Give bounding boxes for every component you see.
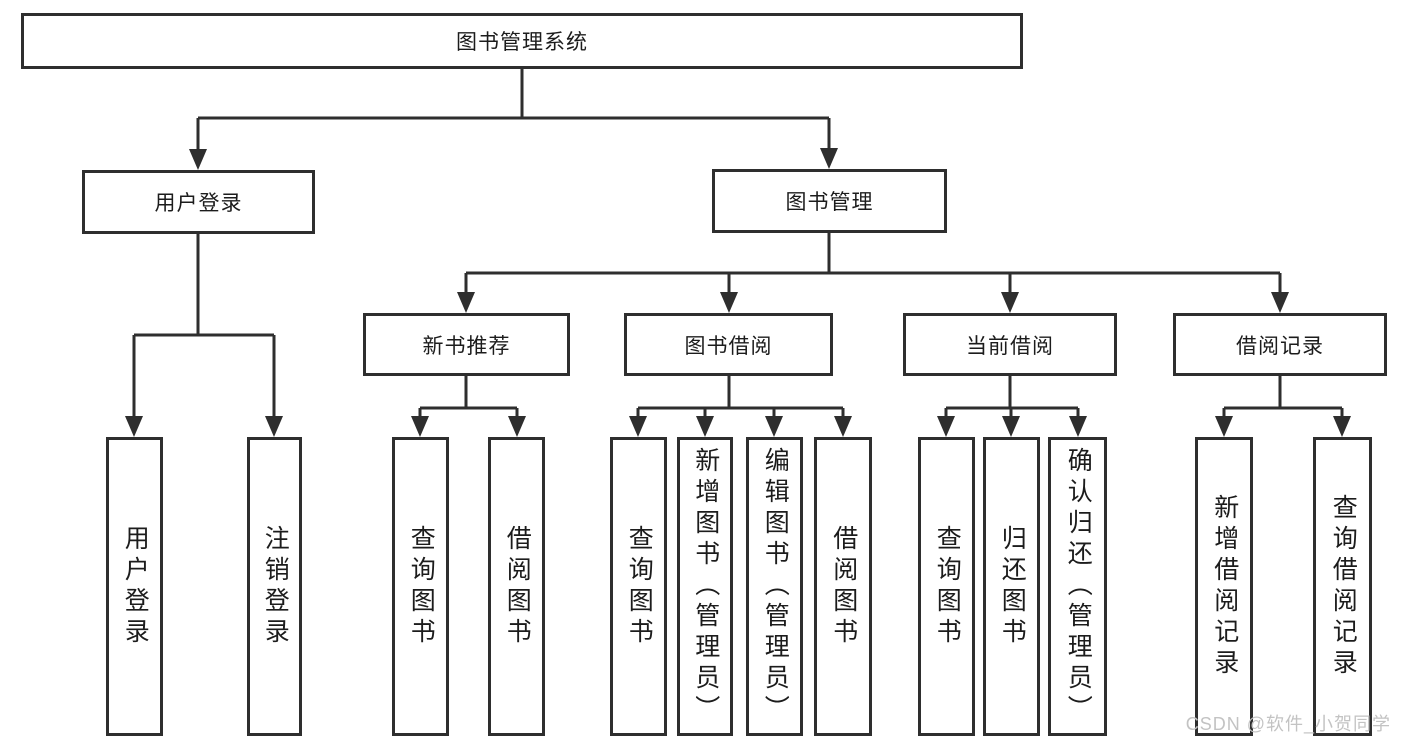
node-current-query-books: 查询图书 xyxy=(918,437,975,736)
node-current-return-books-label: 归还图书 xyxy=(998,524,1027,649)
node-records-query-record-label: 查询借阅记录 xyxy=(1329,493,1358,680)
watermark: CSDN @软件_小贺同学 xyxy=(1185,714,1391,734)
connector-path xyxy=(132,68,1344,420)
node-borrow-borrow-books: 借阅图书 xyxy=(814,437,872,736)
node-logout-label: 注销登录 xyxy=(261,524,290,649)
node-current-confirm-return-label: 确认归还（管理员） xyxy=(1064,447,1093,726)
node-book-borrowing: 图书借阅 xyxy=(624,313,833,376)
node-borrow-add-books-label: 新增图书（管理员） xyxy=(691,447,720,726)
node-borrow-borrow-books-label: 借阅图书 xyxy=(829,524,858,649)
node-recommend-query-books: 查询图书 xyxy=(392,437,449,736)
node-borrow-query-books: 查询图书 xyxy=(610,437,667,736)
node-borrow-edit-books: 编辑图书（管理员） xyxy=(746,437,803,736)
node-current-return-books: 归还图书 xyxy=(983,437,1040,736)
node-current-confirm-return: 确认归还（管理员） xyxy=(1048,437,1107,736)
node-logout: 注销登录 xyxy=(247,437,302,736)
node-current-borrowing: 当前借阅 xyxy=(903,313,1117,376)
node-root: 图书管理系统 xyxy=(21,13,1023,69)
node-borrow-query-books-label: 查询图书 xyxy=(625,524,654,649)
node-login: 用户登录 xyxy=(106,437,163,736)
node-records-add-record: 新增借阅记录 xyxy=(1195,437,1253,736)
node-new-book-recommend: 新书推荐 xyxy=(363,313,570,376)
node-current-query-books-label: 查询图书 xyxy=(933,524,962,649)
node-user-login: 用户登录 xyxy=(82,170,315,234)
node-recommend-borrow-books: 借阅图书 xyxy=(488,437,545,736)
node-borrow-edit-books-label: 编辑图书（管理员） xyxy=(761,447,790,726)
node-records-add-record-label: 新增借阅记录 xyxy=(1210,493,1239,680)
node-records-query-record: 查询借阅记录 xyxy=(1313,437,1372,736)
node-borrow-add-books: 新增图书（管理员） xyxy=(677,437,733,736)
node-login-label: 用户登录 xyxy=(121,524,150,649)
node-recommend-borrow-books-label: 借阅图书 xyxy=(503,524,532,649)
node-borrowing-records: 借阅记录 xyxy=(1173,313,1387,376)
node-book-management: 图书管理 xyxy=(712,169,947,233)
node-recommend-query-books-label: 查询图书 xyxy=(407,524,436,649)
